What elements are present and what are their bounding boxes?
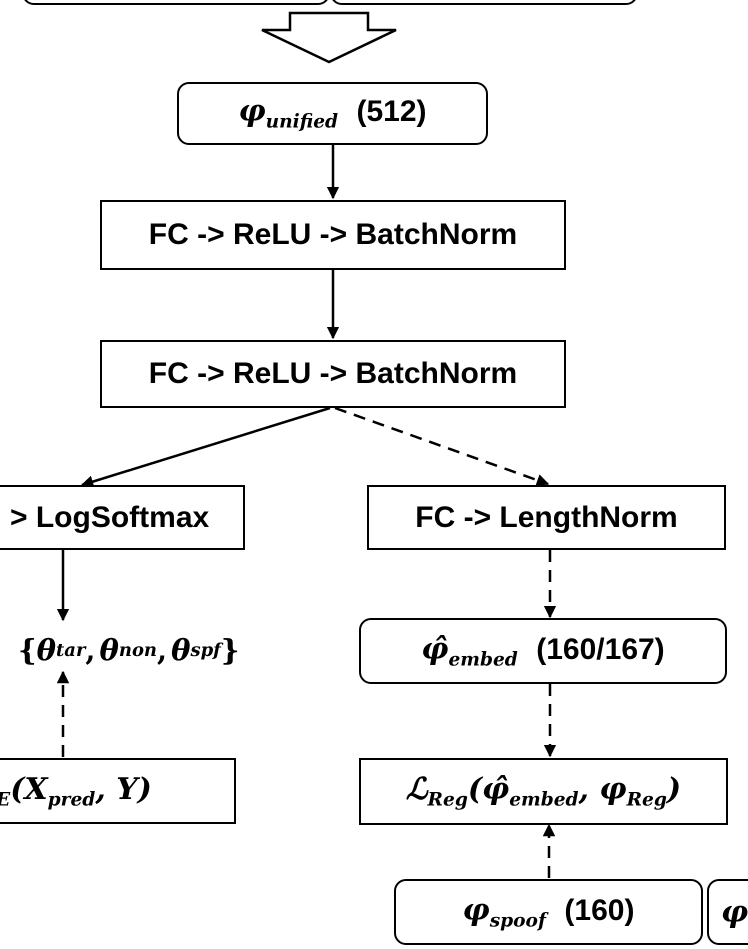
unified-subscript: unified [265,111,339,133]
layer1-label: FC -> ReLU -> BatchNorm [148,218,518,251]
hollow-down-arrow [261,11,397,64]
ce-loss-subscript: E [0,789,10,810]
embed-subscript: embed [448,649,518,671]
spoof-subscript: spoof [489,910,546,932]
phi-symbol: φ [238,94,266,130]
spoof-feature-box: φspoof (160) [394,879,703,945]
reg-loss-subscript: Reg [427,789,468,811]
theta-sep-2: , [157,633,168,667]
reg-phi-hat: φ̂ [482,772,510,808]
theta-spf-subscript: spf [190,639,221,661]
ce-loss-box: E(Xpred, Y) [0,758,236,824]
theta-tar-symbol: θ [36,633,56,667]
embed-feature-label: φ̂embed (160/167) [421,632,664,671]
phi-hat-symbol: φ̂ [421,631,449,667]
partial-phi-symbol: φ [721,894,748,930]
theta-non-subscript: non [118,639,157,661]
theta-open-brace: { [18,633,37,667]
reg-loss-label: ℒReg(φ̂embed, φReg) [406,772,681,811]
reg-phi: φ [599,772,627,808]
reg-embed-subscript: embed [509,789,579,811]
fc-relu-batchnorm-1: FC -> ReLU -> BatchNorm [100,200,566,270]
reg-open-paren: ( [467,772,483,808]
reg-reg-subscript: Reg [626,789,667,811]
pred-subscript: pred [47,789,96,811]
theta-non-symbol: θ [99,633,119,667]
fc-logsoftmax-box: > LogSoftmax [0,485,245,550]
unified-feature-box: φunified (512) [177,82,488,145]
phi-spoof-symbol: φ [462,892,490,928]
dashed-arrow-layer2-to-emb-head [334,406,550,487]
theta-tar-subscript: tar [56,639,86,661]
spoof-feature-label: φspoof (160) [463,893,635,932]
theta-sep-1: , [85,633,96,667]
theta-close-brace: } [220,633,240,667]
layer2-label: FC -> ReLU -> BatchNorm [148,357,518,390]
spoof-dim: (160) [564,893,635,927]
arrow-layer2-to-cls-head [80,406,331,488]
fc-relu-batchnorm-2: FC -> ReLU -> BatchNorm [100,340,566,408]
unified-feature-label: φunified (512) [238,94,426,133]
top-left-box [22,0,330,5]
ce-loss-label: E(Xpred, Y) [0,772,152,811]
ce-loss-x: (X [10,771,48,807]
partial-right-box: φ [707,879,748,945]
cls-head-label: > LogSoftmax [10,500,210,534]
emb-head-label: FC -> LengthNorm [415,500,678,534]
theta-spf-symbol: θ [171,633,191,667]
embed-feature-box: φ̂embed (160/167) [359,618,727,684]
top-right-box [330,0,638,5]
fc-lengthnorm-box: FC -> LengthNorm [367,485,726,550]
unified-dim: (512) [356,95,427,129]
reg-comma: , [578,772,600,808]
embed-dim: (160/167) [536,632,665,666]
calligraphic-l-symbol: ℒ [405,772,428,808]
reg-loss-box: ℒReg(φ̂embed, φReg) [359,758,728,825]
reg-close-paren: ) [666,772,682,808]
ce-loss-y: , Y) [95,771,152,807]
